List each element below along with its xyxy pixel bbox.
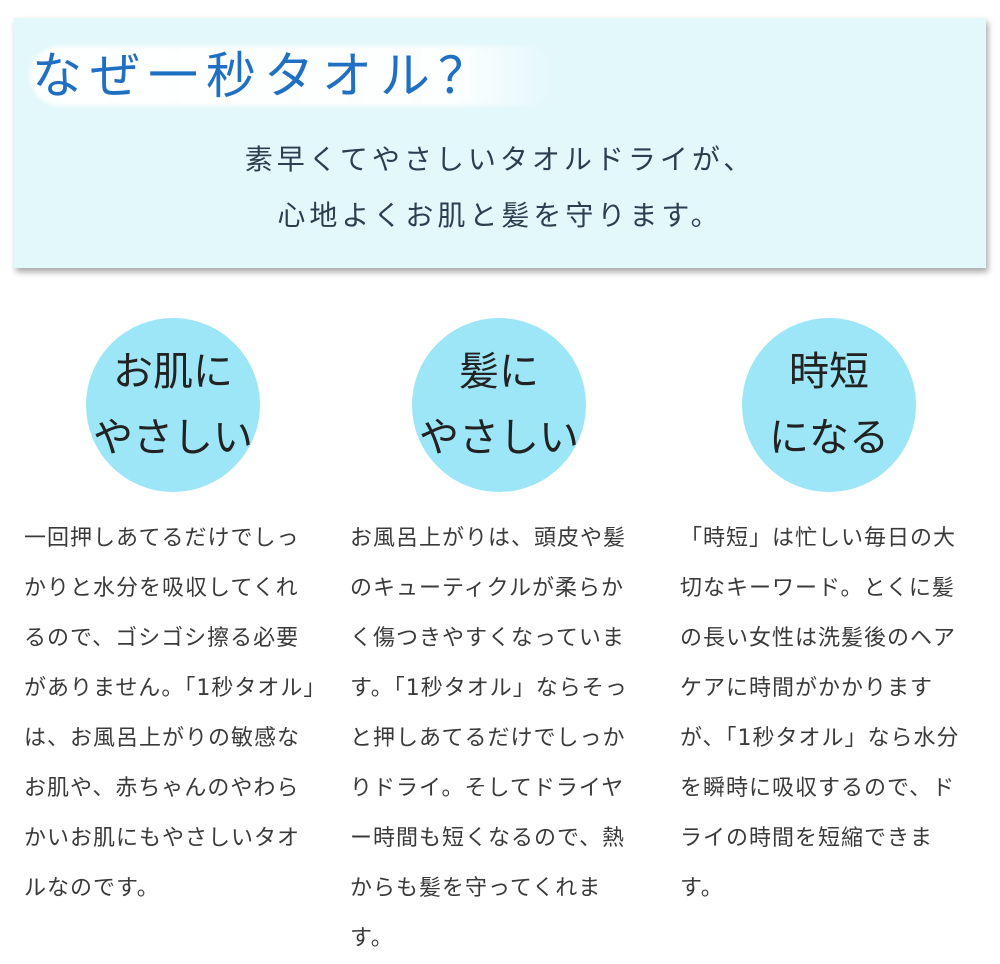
hero-subtitle-line-1: 素早くてやさしいタオルドライが、 bbox=[244, 143, 756, 176]
title-brush-highlight bbox=[30, 46, 558, 106]
feature-time-circle: 時短 になる bbox=[742, 318, 916, 492]
feature-hair-circle-line-1: 髪に bbox=[459, 349, 539, 395]
hero-panel: なぜ一秒タオル？ 素早くてやさしいタオルドライが、 心地よくお肌と髪を守ります。 bbox=[14, 18, 986, 268]
feature-skin-circle-line-2: やさしい bbox=[93, 415, 253, 461]
hero-subtitle-line-2: 心地よくお肌と髪を守ります。 bbox=[277, 199, 723, 232]
feature-hair-description: お風呂上がりは、頭皮や髪のキューティクルが柔らかく傷つきやすくなっています。「1… bbox=[350, 526, 628, 951]
hero-subtitle: 素早くてやさしいタオルドライが、 心地よくお肌と髪を守ります。 bbox=[14, 132, 986, 244]
feature-skin-circle-line-1: お肌に bbox=[113, 349, 233, 395]
feature-skin-description: 一回押しあてるだけでしっかりと水分を吸収してくれるので、ゴシゴシ擦る必要がありま… bbox=[24, 526, 316, 901]
feature-time-description: 「時短」は忙しい毎日の大切なキーワード。とくに髪の長い女性は洗髪後のヘアケアに時… bbox=[680, 526, 960, 901]
feature-time-circle-line-2: になる bbox=[769, 415, 889, 461]
page-title: なぜ一秒タオル？ bbox=[32, 47, 496, 105]
feature-skin-circle: お肌に やさしい bbox=[86, 318, 260, 492]
feature-hair-circle: 髪に やさしい bbox=[412, 318, 586, 492]
feature-hair-circle-line-2: やさしい bbox=[419, 415, 579, 461]
feature-time-circle-line-1: 時短 bbox=[789, 349, 869, 395]
